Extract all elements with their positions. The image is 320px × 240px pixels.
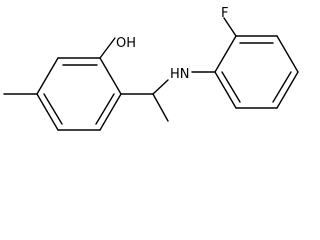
c-f-bond — [223, 17, 237, 37]
bond — [276, 35, 299, 73]
bond — [214, 35, 237, 73]
ch-n-bond — [152, 79, 169, 95]
bond — [36, 57, 59, 95]
bond — [276, 71, 299, 109]
bond — [214, 71, 237, 109]
c-o-bond — [99, 37, 116, 59]
chemical-structure-diagram: OH HN F — [3, 6, 299, 131]
bond — [36, 93, 59, 131]
fluorine-label: F — [221, 6, 228, 21]
hydroxyl-label: OH — [116, 36, 136, 51]
bond — [99, 93, 122, 131]
double-bond — [272, 71, 292, 103]
amine-label: HN — [170, 67, 190, 82]
fluorophenyl-ring — [214, 35, 299, 109]
bond — [99, 57, 122, 95]
ch-methyl-bond — [152, 93, 169, 122]
phenol-ring — [36, 57, 122, 131]
double-bond — [95, 93, 115, 125]
double-bond — [43, 93, 63, 125]
double-bond — [221, 71, 241, 103]
